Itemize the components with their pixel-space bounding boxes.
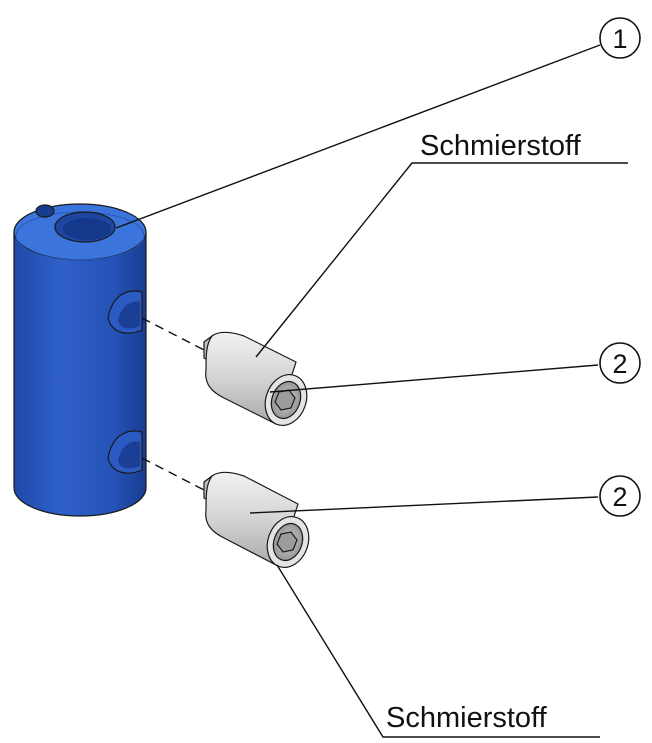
coupling-small-hole (35, 204, 55, 218)
balloon-1: 1 (599, 17, 641, 59)
leader-balloon-2-bottom (249, 496, 599, 514)
lubricant-label-top: Schmierstoff (420, 130, 582, 162)
assembly-line-lower (141, 457, 205, 491)
assembly-line-upper (141, 317, 205, 351)
set-screw-upper (203, 331, 308, 426)
balloon-2-top: 2 (599, 342, 641, 384)
leader-lubricant-bottom (276, 564, 600, 738)
balloon-2-top-number: 2 (612, 349, 627, 379)
hex-socket-icon (276, 531, 298, 553)
shaft-coupling (13, 203, 147, 517)
leader-balloon-1 (115, 44, 601, 229)
balloon-2-bottom-number: 2 (612, 482, 627, 512)
balloon-2-bottom: 2 (599, 475, 641, 517)
lubricant-label-bottom: Schmierstoff (386, 702, 548, 734)
leader-lubricant-top (255, 162, 628, 358)
leader-balloon-2-top (269, 364, 599, 393)
set-screw-lower (203, 471, 310, 568)
balloon-1-number: 1 (612, 24, 627, 54)
